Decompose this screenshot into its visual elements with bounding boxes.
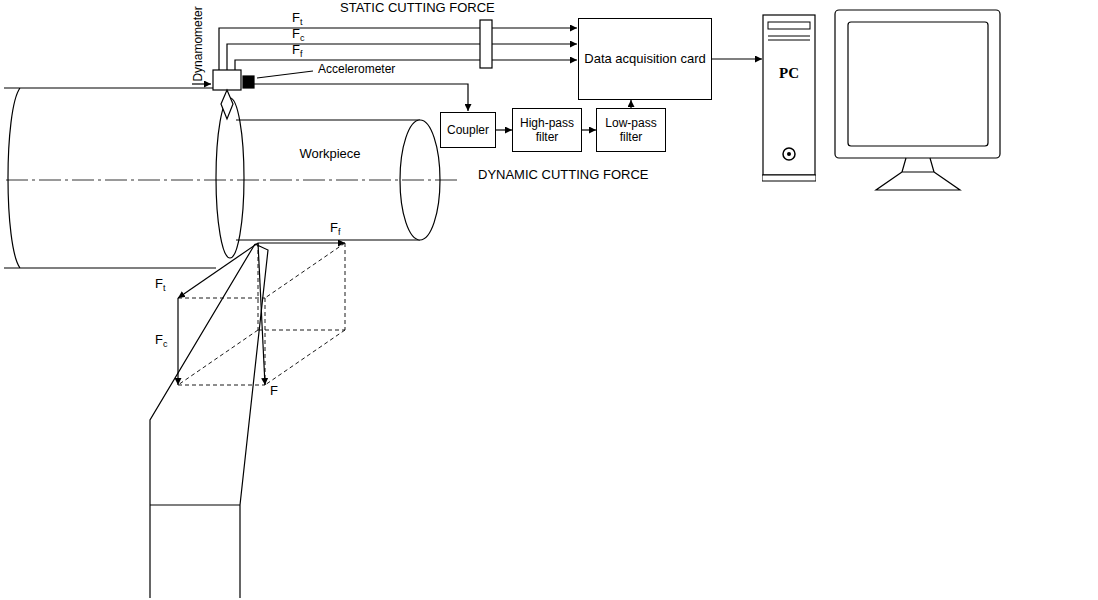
node-label: PC	[779, 64, 799, 82]
dynamometer-box	[213, 70, 241, 90]
signal-arrow	[492, 43, 577, 44]
process-box: Coupler	[440, 112, 496, 148]
force-label: Fc	[292, 27, 304, 42]
signal-arrow	[630, 100, 631, 108]
cutting-tool	[150, 244, 268, 598]
subscript: f	[300, 49, 303, 59]
pointer-arrow	[192, 83, 211, 84]
node-label: Workpiece	[299, 146, 360, 162]
subscript: t	[163, 283, 166, 293]
signal-arrow	[582, 129, 596, 130]
node-label: Low-pass filter	[600, 116, 662, 145]
section-title: STATIC CUTTING FORCE	[340, 1, 495, 16]
force-label: Ff	[330, 221, 340, 236]
signal-arrow	[496, 129, 512, 130]
node-label: Data acquisition card	[584, 51, 705, 67]
section-title: DYNAMIC CUTTING FORCE	[478, 168, 648, 183]
signal-arrow	[492, 59, 577, 60]
leader-line	[257, 71, 313, 78]
centre-line	[6, 180, 460, 181]
force-label: Ft	[155, 277, 165, 292]
subscript: f	[338, 227, 341, 237]
monitor-screen	[848, 22, 988, 146]
filter-box: High-pass filter	[512, 108, 582, 152]
force-label: Fc	[155, 333, 167, 348]
part-name: Dynamometer	[192, 6, 206, 81]
signal-wire	[254, 84, 468, 111]
force-label: Ft	[292, 11, 302, 26]
force-box	[178, 243, 345, 385]
force-arrow	[258, 243, 265, 385]
chuck	[4, 88, 216, 268]
force-arrow	[178, 243, 258, 298]
force-arrow	[258, 242, 345, 243]
node-label: Coupler	[447, 123, 489, 137]
computer-tower: PC	[762, 14, 816, 182]
filter-box: Low-pass filter	[596, 108, 666, 152]
subscript: t	[300, 17, 303, 27]
signal-arrow	[712, 58, 762, 59]
subscript: c	[163, 339, 168, 349]
node-label: High-pass filter	[516, 116, 578, 145]
accelerometer-symbol	[243, 76, 254, 88]
monitor	[835, 10, 1000, 158]
signal-arrow	[492, 27, 577, 28]
process-box: Data acquisition card	[578, 18, 712, 100]
subscript: c	[300, 33, 305, 43]
flange-disc	[216, 98, 244, 258]
connector-block	[480, 20, 492, 68]
force-arrow	[177, 298, 178, 385]
force-label: Ff	[292, 43, 302, 58]
part-name: Accelerometer	[318, 63, 395, 77]
tool-tip	[221, 90, 233, 119]
force-label: F	[270, 384, 278, 399]
tower-outline	[762, 14, 816, 182]
monitor-stand	[876, 158, 960, 190]
